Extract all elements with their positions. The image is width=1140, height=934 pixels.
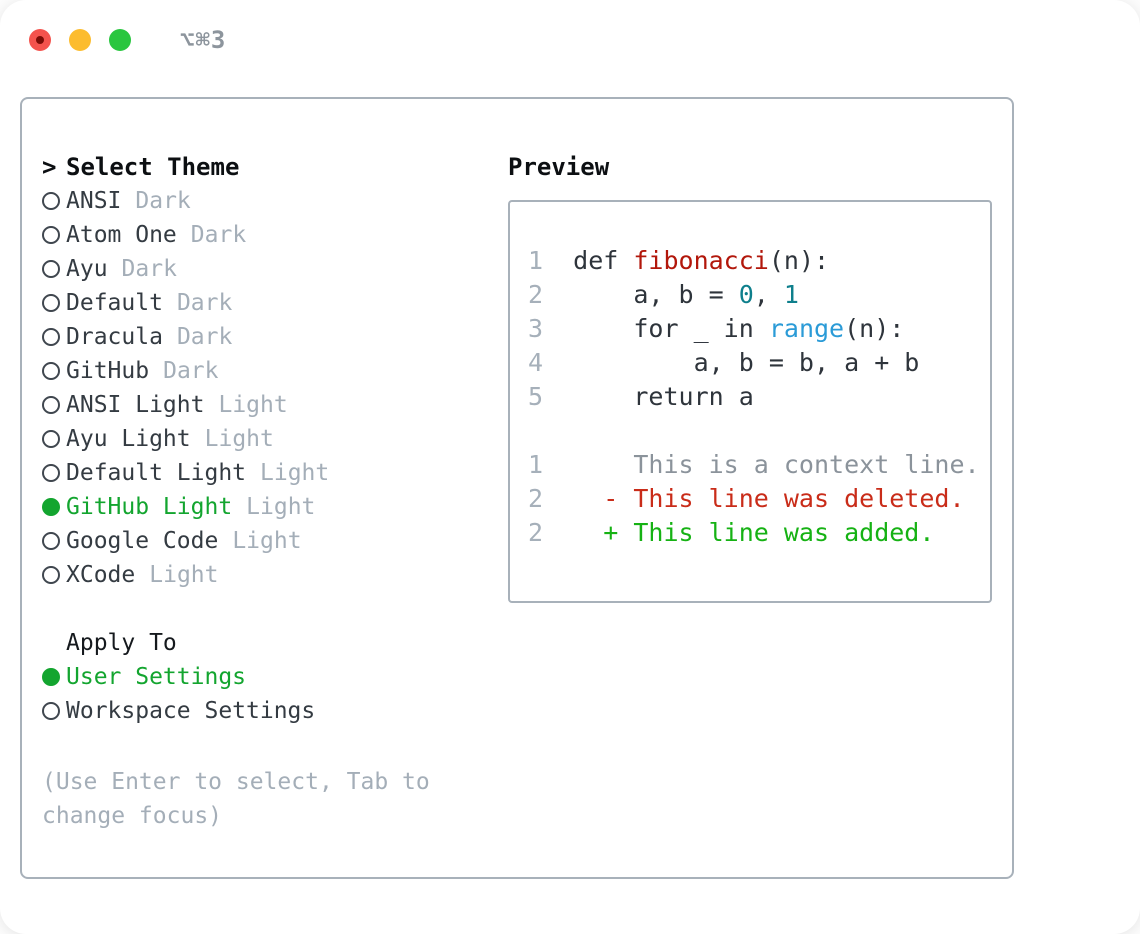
radio-unselected-icon: [42, 566, 60, 584]
theme-option-label: GitHub Light: [66, 494, 233, 520]
theme-option-label: Dracula: [66, 324, 163, 350]
code-line: 1 This is a context line.: [528, 450, 980, 479]
radio-selected-icon: [42, 668, 60, 686]
code-line: [528, 414, 990, 448]
theme-option-dracula[interactable]: Dracula Dark: [42, 320, 502, 354]
theme-option-ayu[interactable]: Ayu Dark: [42, 252, 502, 286]
radio-unselected-icon: [42, 464, 60, 482]
preview-title: Preview: [508, 153, 610, 181]
code-line: 3 for _ in range(n):: [528, 314, 905, 343]
apply-option-user-settings[interactable]: User Settings: [42, 660, 502, 694]
radio-unselected-icon: [42, 294, 60, 312]
theme-option-label: Default Light: [66, 460, 247, 486]
theme-variant-label: Dark: [121, 256, 177, 282]
window-title: ⌥⌘3: [180, 26, 227, 54]
theme-option-default[interactable]: Default Dark: [42, 286, 502, 320]
radio-unselected-icon: [42, 430, 60, 448]
radio-selected-icon: [42, 498, 60, 516]
radio-unselected-icon: [42, 226, 60, 244]
theme-variant-label: Dark: [163, 358, 219, 384]
theme-option-default-light[interactable]: Default Light Light: [42, 456, 502, 490]
apply-option-label: User Settings: [66, 664, 247, 690]
radio-unselected-icon: [42, 192, 60, 210]
minimize-button[interactable]: [69, 29, 91, 51]
code-preview: 1 def fibonacci(n): 2 a, b = 0, 1 3 for _ …: [510, 202, 990, 550]
theme-variant-label: Dark: [176, 290, 233, 316]
code-line: 1 def fibonacci(n):: [528, 246, 830, 275]
theme-option-label: Google Code: [66, 528, 219, 554]
theme-variant-label: Light: [232, 528, 302, 554]
code-line: 2 + This line was added.: [528, 518, 935, 547]
theme-variant-label: Dark: [135, 188, 191, 214]
code-line: 5 return a: [528, 382, 754, 411]
zoom-button[interactable]: [109, 29, 131, 51]
theme-option-label: ANSI Light: [66, 392, 205, 418]
theme-variant-label: Light: [204, 426, 274, 452]
theme-variant-label: Light: [149, 562, 219, 588]
theme-option-ansi[interactable]: ANSI Dark: [42, 184, 502, 218]
apply-option-workspace-settings[interactable]: Workspace Settings: [42, 694, 502, 728]
titlebar: ⌥⌘3: [29, 26, 226, 54]
radio-unselected-icon: [42, 260, 60, 278]
theme-variant-label: Light: [260, 460, 330, 486]
radio-unselected-icon: [42, 362, 60, 380]
select-theme-header: > Select Theme: [42, 150, 502, 184]
code-line: 2 - This line was deleted.: [528, 484, 965, 513]
theme-option-google-code[interactable]: Google Code Light: [42, 524, 502, 558]
theme-variant-label: Light: [246, 494, 316, 520]
theme-option-xcode[interactable]: XCode Light: [42, 558, 502, 592]
theme-option-label: GitHub: [66, 358, 150, 384]
prompt-caret-icon: >: [42, 153, 57, 181]
theme-variant-label: Dark: [190, 222, 247, 248]
theme-option-github-light[interactable]: GitHub Light Light: [42, 490, 502, 524]
theme-option-label: Ayu: [66, 256, 108, 282]
theme-option-label: XCode: [66, 562, 136, 588]
hint-text: (Use Enter to select, Tab to change focu…: [42, 769, 430, 829]
theme-option-github[interactable]: GitHub Dark: [42, 354, 502, 388]
theme-option-label: Default: [66, 290, 163, 316]
theme-option-ayu-light[interactable]: Ayu Light Light: [42, 422, 502, 456]
theme-option-label: Atom One: [66, 222, 177, 248]
radio-unselected-icon: [42, 328, 60, 346]
apply-to-title: Apply To: [66, 630, 177, 656]
apply-option-label: Workspace Settings: [66, 698, 316, 724]
radio-unselected-icon: [42, 702, 60, 720]
apply-to-header: Apply To: [42, 626, 502, 660]
theme-option-atom-one[interactable]: Atom One Dark: [42, 218, 502, 252]
preview-box: 1 def fibonacci(n): 2 a, b = 0, 1 3 for _ …: [508, 200, 992, 603]
code-line: 2 a, b = 0, 1: [528, 280, 799, 309]
theme-option-label: ANSI: [66, 188, 122, 214]
radio-unselected-icon: [42, 532, 60, 550]
code-line: 4 a, b = b, a + b: [528, 348, 920, 377]
theme-variant-label: Dark: [176, 324, 233, 350]
theme-option-ansi-light[interactable]: ANSI Light Light: [42, 388, 502, 422]
close-button[interactable]: [29, 29, 51, 51]
radio-unselected-icon: [42, 396, 60, 414]
theme-variant-label: Light: [218, 392, 288, 418]
theme-option-label: Ayu Light: [66, 426, 191, 452]
select-theme-title: Select Theme: [66, 153, 240, 181]
